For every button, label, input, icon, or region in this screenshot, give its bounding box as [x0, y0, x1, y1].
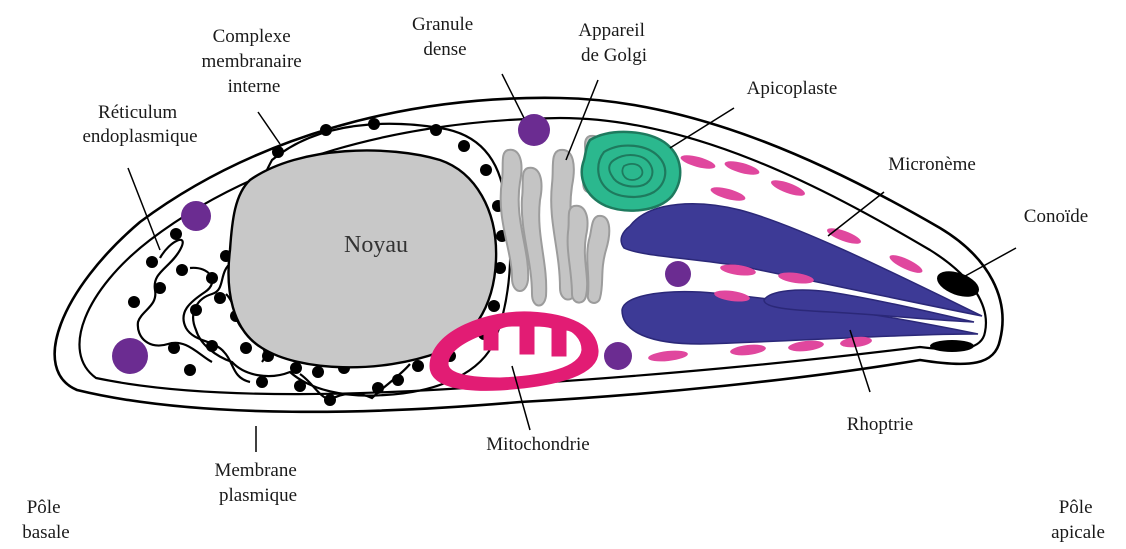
label-membrane-plasmique: Membrane plasmique [214, 460, 301, 506]
label-apicoplaste: Apicoplaste [747, 78, 838, 99]
label-reticulum-endoplasmique: Réticulum endoplasmique [82, 102, 197, 147]
ribosome-bead [372, 382, 384, 394]
dense-granule [181, 201, 211, 231]
dense-granule [604, 342, 632, 370]
ribosome-bead [128, 296, 140, 308]
ribosome-bead [480, 164, 492, 176]
ribosome-bead [190, 304, 202, 316]
ribosome-bead [392, 374, 404, 386]
ribosome-bead [320, 124, 332, 136]
ribosome-bead [176, 264, 188, 276]
label-conoide: Conoïde [1024, 206, 1088, 227]
conoid-ring [930, 340, 974, 352]
ribosome-bead [206, 272, 218, 284]
label-pole-basale: Pôle basale [22, 497, 69, 543]
ribosome-bead [324, 394, 336, 406]
dense-granule [665, 261, 691, 287]
ribosome-bead [146, 256, 158, 268]
ribosome-bead [184, 364, 196, 376]
label-microneme: Micronème [888, 154, 976, 175]
ribosome-bead [368, 118, 380, 130]
ribosome-bead [412, 360, 424, 372]
label-appareil-golgi: Appareil de Golgi [578, 20, 649, 66]
label-mitochondrie: Mitochondrie [486, 434, 589, 455]
ribosome-bead [256, 376, 268, 388]
apicoplast [582, 132, 680, 211]
ribosome-bead [154, 282, 166, 294]
ribosome-bead [206, 340, 218, 352]
label-complexe-membranaire: Complexe membranaire interne [202, 26, 307, 97]
label-rhoptrie: Rhoptrie [847, 414, 914, 435]
label-noyau: Noyau [344, 232, 408, 258]
ribosome-bead [168, 342, 180, 354]
ribosome-bead [272, 146, 284, 158]
ribosome-bead [430, 124, 442, 136]
ribosome-bead [488, 300, 500, 312]
leader-line [258, 112, 280, 144]
label-pole-apicale: Pôle apicale [1051, 497, 1105, 543]
ribosome-bead [170, 228, 182, 240]
ribosome-bead [214, 292, 226, 304]
dense-granule [518, 114, 550, 146]
ribosome-bead [312, 366, 324, 378]
ribosome-bead [294, 380, 306, 392]
ribosome-bead [240, 342, 252, 354]
label-granule-dense: Granule dense [412, 14, 478, 60]
dense-granule [112, 338, 148, 374]
ribosome-bead [458, 140, 470, 152]
